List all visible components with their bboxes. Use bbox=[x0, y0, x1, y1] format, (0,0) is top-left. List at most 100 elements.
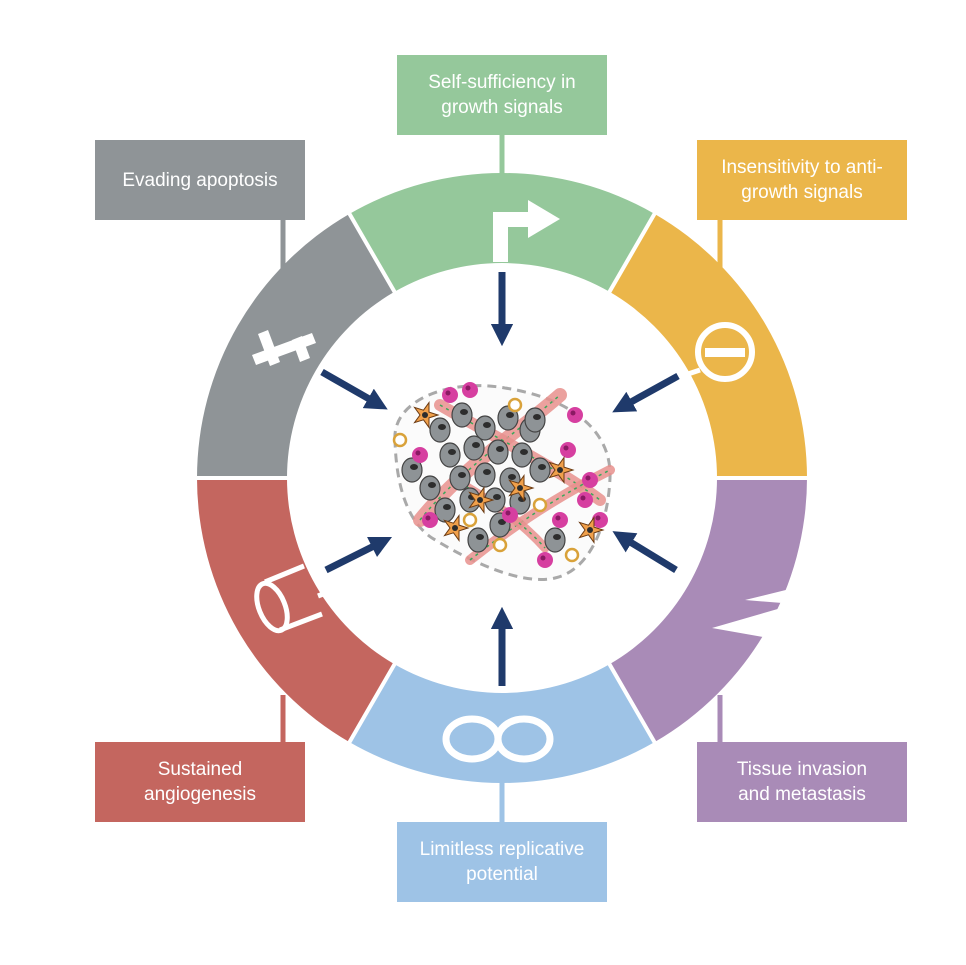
ring-segment-antigrowth bbox=[609, 213, 807, 479]
ring-cell bbox=[507, 397, 523, 413]
immune-cell-nucleus bbox=[595, 515, 601, 521]
tumor-cell bbox=[511, 442, 533, 468]
tumor-cell-nucleus bbox=[476, 534, 484, 540]
tumor-cell bbox=[474, 462, 496, 488]
tumor-cell-nucleus bbox=[438, 424, 446, 430]
immune-cell-nucleus bbox=[570, 410, 576, 416]
label-evading-apoptosis: Evading apoptosis bbox=[95, 140, 305, 220]
tumor-cell bbox=[474, 415, 496, 441]
immune-cell-nucleus bbox=[540, 555, 546, 561]
ring-cell bbox=[392, 432, 408, 448]
immune-cell bbox=[502, 507, 518, 523]
ring-cell bbox=[492, 537, 508, 553]
immune-cell-nucleus bbox=[465, 385, 471, 391]
immune-cell-nucleus bbox=[580, 495, 586, 501]
fibroblast-nucleus bbox=[587, 527, 593, 533]
immune-cell-nucleus bbox=[425, 515, 431, 521]
ring-segment-angiogenesis bbox=[197, 478, 395, 743]
tumor-cell-nucleus bbox=[533, 414, 541, 420]
vessel-border bbox=[469, 469, 611, 561]
fibroblast-nucleus bbox=[477, 497, 483, 503]
tumor-cell-nucleus bbox=[483, 422, 491, 428]
tumor-cell-nucleus bbox=[553, 534, 561, 540]
ring-gap bbox=[606, 211, 658, 295]
tumor-cell bbox=[434, 497, 456, 523]
tumor-cell-nucleus bbox=[460, 409, 468, 415]
tumor-cell-nucleus bbox=[538, 464, 546, 470]
ring-gap bbox=[346, 661, 398, 745]
tumor-cell-nucleus bbox=[493, 494, 501, 500]
immune-cell bbox=[537, 552, 553, 568]
jagged-edge-icon bbox=[712, 585, 806, 640]
tumor-cell-nucleus bbox=[428, 482, 436, 488]
arrow-from-apoptosis bbox=[320, 368, 388, 410]
ring-cell bbox=[564, 547, 580, 563]
tumor-cell-nucleus bbox=[520, 449, 528, 455]
ring-gap bbox=[346, 211, 398, 295]
immune-cell-nucleus bbox=[563, 445, 569, 451]
fibroblast-nucleus bbox=[452, 525, 458, 531]
cross-icon bbox=[252, 330, 316, 366]
immune-cell-nucleus bbox=[445, 390, 451, 396]
tumor-cell-nucleus bbox=[443, 504, 451, 510]
ring-cell bbox=[532, 497, 548, 513]
tumor-cell-nucleus bbox=[472, 442, 480, 448]
immune-cell bbox=[560, 442, 576, 458]
infinity-icon bbox=[442, 715, 554, 763]
tumor-cell bbox=[529, 457, 551, 483]
minus-circle-icon bbox=[675, 322, 755, 382]
tumor-cell bbox=[467, 527, 489, 553]
tumor-cell bbox=[419, 475, 441, 501]
immune-cell bbox=[442, 387, 458, 403]
immune-cell-nucleus bbox=[585, 475, 591, 481]
immune-cell bbox=[577, 492, 593, 508]
tumor-cell bbox=[463, 435, 485, 461]
tumor-cell bbox=[429, 417, 451, 443]
immune-cell-nucleus bbox=[555, 515, 561, 521]
tumor-cell bbox=[449, 465, 471, 491]
ring-gap bbox=[606, 661, 658, 745]
vessel-tube-icon bbox=[254, 563, 329, 634]
tumor-cell bbox=[544, 527, 566, 553]
vessel-border bbox=[419, 394, 561, 521]
ring-cell bbox=[462, 512, 478, 528]
ring-segment-invasion bbox=[609, 478, 807, 743]
tumor-illustration bbox=[392, 382, 615, 581]
growth-arrow-icon bbox=[493, 200, 560, 262]
immune-cell bbox=[552, 512, 568, 528]
tumor-cell-nucleus bbox=[498, 519, 506, 525]
tumor-cell-nucleus bbox=[458, 472, 466, 478]
arrow-from-antigrowth bbox=[612, 372, 680, 413]
immune-cell-nucleus bbox=[415, 450, 421, 456]
tumor-cell bbox=[487, 439, 509, 465]
tumor-cell-nucleus bbox=[483, 469, 491, 475]
tumor-cell bbox=[451, 402, 473, 428]
tumor-cell-nucleus bbox=[496, 446, 504, 452]
immune-cell bbox=[582, 472, 598, 488]
arrow-from-invasion bbox=[612, 531, 678, 573]
immune-cell bbox=[592, 512, 608, 528]
tumor-cell bbox=[439, 442, 461, 468]
tumor-cell bbox=[401, 457, 423, 483]
tumor-cell-nucleus bbox=[410, 464, 418, 470]
fibroblast-nucleus bbox=[517, 485, 523, 491]
immune-cell bbox=[412, 447, 428, 463]
tumor-cell bbox=[524, 407, 546, 433]
immune-cell bbox=[422, 512, 438, 528]
immune-cell bbox=[567, 407, 583, 423]
fibroblast-nucleus bbox=[557, 467, 563, 473]
label-antigrowth-signals: Insensitivity to anti-growth signals bbox=[697, 140, 907, 220]
immune-cell bbox=[462, 382, 478, 398]
tumor-cell-nucleus bbox=[506, 412, 514, 418]
immune-cell-nucleus bbox=[505, 510, 511, 516]
arrow-from-angiogenesis bbox=[324, 536, 393, 574]
tumor-cell-nucleus bbox=[448, 449, 456, 455]
tumor-cell-nucleus bbox=[508, 474, 516, 480]
fibroblast-nucleus bbox=[422, 412, 428, 418]
